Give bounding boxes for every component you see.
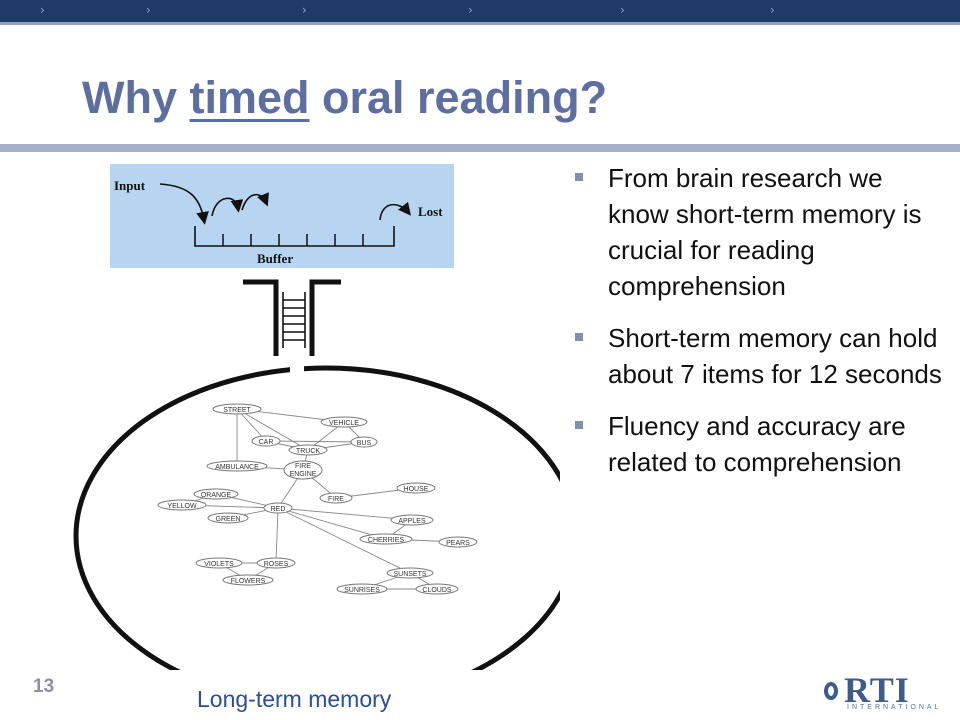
node-truck: TRUCK bbox=[296, 448, 320, 455]
chevron-right-icon: › bbox=[620, 3, 625, 17]
chevron-right-icon: › bbox=[468, 3, 473, 17]
node-sunrises: SUNRISES bbox=[344, 587, 380, 594]
short-term-buffer: Input Lost Buffer bbox=[110, 164, 454, 268]
node-fire-engine-line1: FIRE bbox=[295, 463, 311, 470]
node-street: STREET bbox=[223, 407, 251, 414]
slide-title: Why timed oral reading? bbox=[82, 72, 607, 124]
node-bus: BUS bbox=[357, 440, 372, 447]
chevron-right-icon: › bbox=[40, 3, 45, 17]
top-bar: › › › › › › bbox=[0, 0, 960, 25]
memory-diagram: Input Lost Buffer bbox=[73, 164, 560, 670]
input-label: Input bbox=[114, 178, 146, 193]
node-fire: FIRE bbox=[328, 496, 344, 503]
node-clouds: CLOUDS bbox=[422, 587, 452, 594]
node-cherries: CHERRIES bbox=[368, 537, 405, 544]
title-suffix: oral reading? bbox=[309, 72, 608, 123]
chevron-right-icon: › bbox=[146, 3, 151, 17]
node-flowers: FLOWERS bbox=[231, 578, 266, 585]
node-fire-engine-line2: ENGINE bbox=[290, 471, 317, 478]
node-vehicle: VEHICLE bbox=[329, 420, 359, 427]
node-apples: APPLES bbox=[398, 518, 426, 525]
logo-subtext: INTERNATIONAL bbox=[847, 704, 942, 711]
node-sunsets: SUNSETS bbox=[393, 571, 426, 578]
shift-arrow bbox=[241, 192, 269, 211]
node-pears: PEARS bbox=[446, 540, 470, 547]
node-orange: ORANGE bbox=[201, 492, 232, 499]
bullet-text: Fluency and accuracy are related to comp… bbox=[608, 411, 906, 477]
bullet-item: Short-term memory can hold about 7 items… bbox=[572, 320, 942, 392]
node-ambulance: AMBULANCE bbox=[215, 464, 259, 471]
semantic-network: STREET VEHICLE CAR BUS TRUCK AMBULANCE F… bbox=[157, 403, 478, 595]
node-red: RED bbox=[271, 506, 286, 513]
square-bullet-icon bbox=[575, 421, 583, 429]
long-term-memory-caption: Long-term memory bbox=[197, 686, 392, 712]
input-arrow bbox=[159, 183, 209, 225]
buffer-panel-bg bbox=[110, 164, 454, 268]
node-violets: VIOLETS bbox=[204, 561, 234, 568]
square-bullet-icon bbox=[575, 173, 583, 181]
chevron-right-icon: › bbox=[770, 3, 775, 17]
chevron-right-icon: › bbox=[302, 3, 307, 17]
lost-arrow bbox=[379, 201, 412, 221]
node-roses: ROSES bbox=[264, 561, 289, 568]
buffer-label: Buffer bbox=[257, 251, 293, 266]
buffer-slots bbox=[194, 226, 395, 247]
bullet-text: From brain research we know short-term m… bbox=[608, 163, 922, 301]
node-house: HOUSE bbox=[404, 486, 429, 493]
bullet-item: From brain research we know short-term m… bbox=[572, 160, 942, 304]
title-divider bbox=[0, 144, 960, 152]
shift-arrow bbox=[211, 197, 244, 217]
bullet-list: From brain research we know short-term m… bbox=[572, 160, 942, 496]
node-car: CAR bbox=[259, 439, 274, 446]
rti-logo: RTI INTERNATIONAL bbox=[822, 670, 942, 712]
memory-pipe bbox=[243, 279, 341, 356]
rti-logo-mark-icon bbox=[822, 680, 840, 702]
long-term-memory-circle bbox=[73, 365, 560, 670]
title-underlined-word: timed bbox=[189, 72, 310, 123]
logo-text: RTI bbox=[844, 670, 910, 710]
lost-label: Lost bbox=[418, 204, 443, 219]
square-bullet-icon bbox=[575, 333, 583, 341]
bullet-text: Short-term memory can hold about 7 items… bbox=[608, 323, 942, 389]
page-number: 13 bbox=[33, 676, 55, 697]
title-prefix: Why bbox=[82, 72, 190, 123]
node-yellow: YELLOW bbox=[167, 503, 197, 510]
node-green: GREEN bbox=[216, 516, 241, 523]
bullet-item: Fluency and accuracy are related to comp… bbox=[572, 408, 942, 480]
